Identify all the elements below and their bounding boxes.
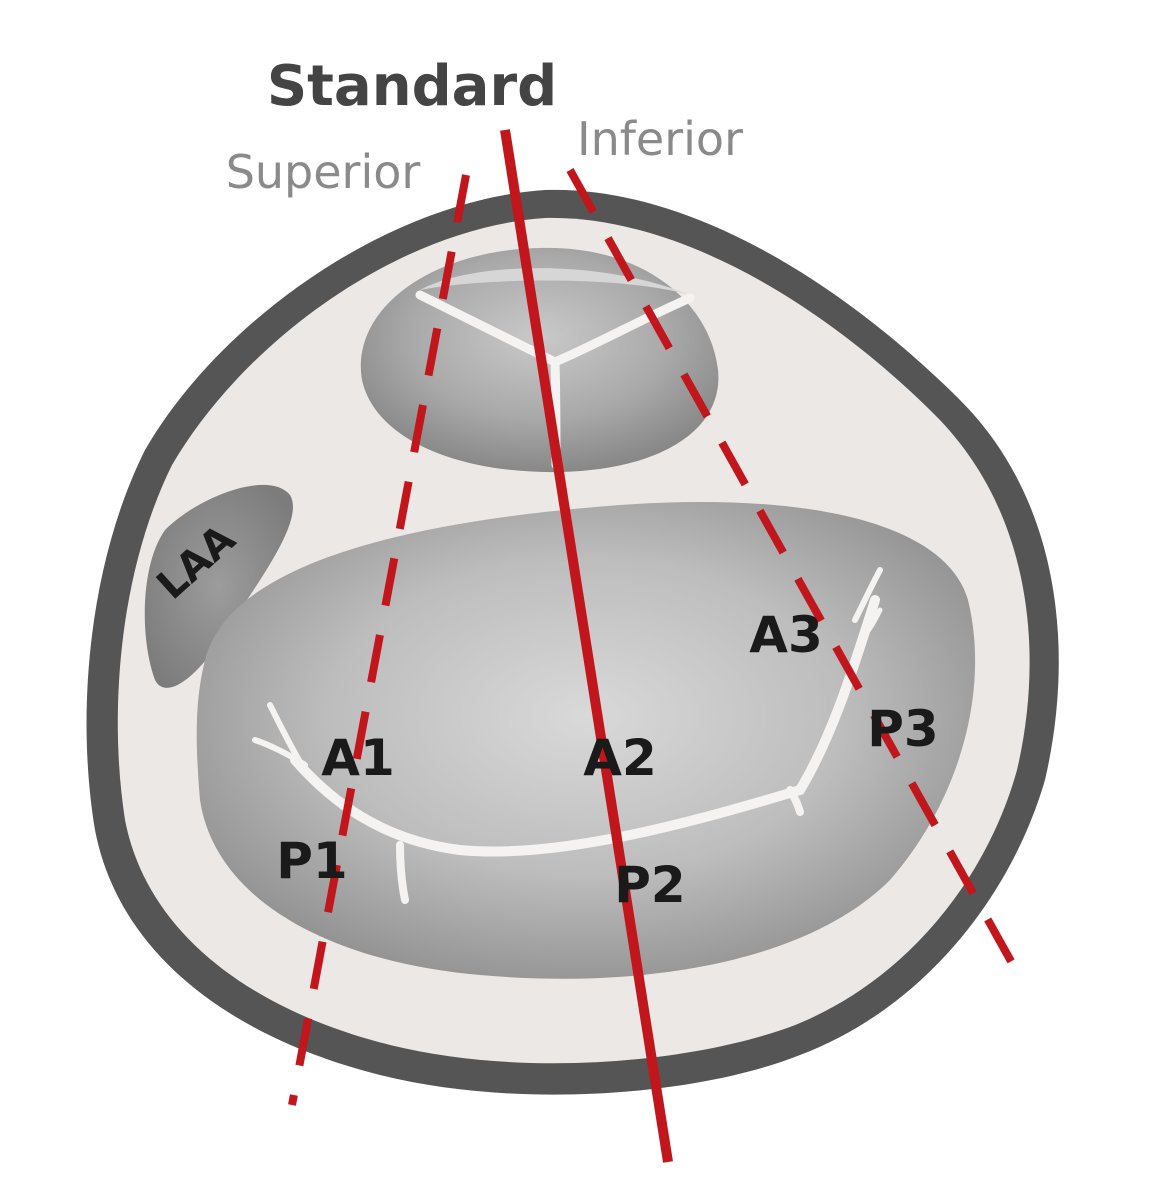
plane-standard-line bbox=[500, 129, 673, 1163]
label-a1: A1 bbox=[321, 729, 395, 787]
coaptation-line bbox=[252, 567, 883, 904]
label-p2: P2 bbox=[614, 856, 685, 914]
label-inferior: Inferior bbox=[577, 112, 743, 166]
label-standard: Standard bbox=[267, 54, 557, 119]
mitral-orifice bbox=[196, 501, 976, 979]
label-p3: P3 bbox=[867, 700, 938, 758]
label-a3: A3 bbox=[749, 606, 823, 664]
plane-superior-line bbox=[288, 174, 470, 1106]
cut-planes bbox=[288, 129, 1021, 1163]
label-superior: Superior bbox=[226, 145, 421, 199]
aortic-upper-rim bbox=[420, 268, 690, 295]
label-p1: P1 bbox=[276, 832, 347, 890]
label-a2: A2 bbox=[583, 729, 657, 787]
laa-chamber bbox=[144, 484, 293, 688]
